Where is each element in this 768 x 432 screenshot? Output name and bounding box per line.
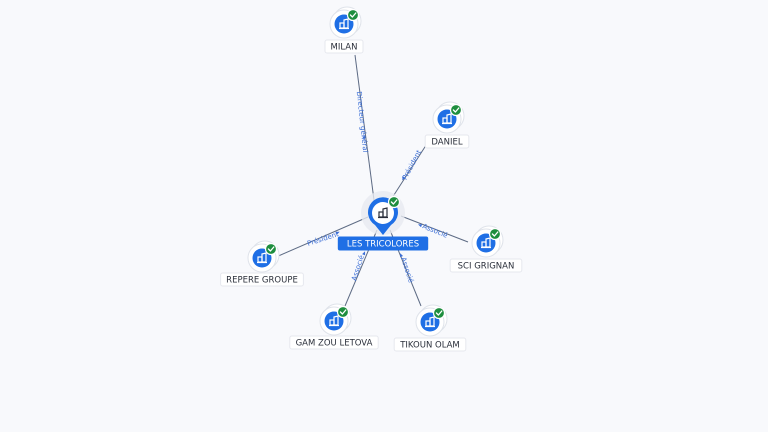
node-label: MILAN [331, 43, 358, 53]
node-label-box [449, 258, 523, 273]
node-repere-groupe[interactable]: REPERE GROUPE [220, 240, 304, 287]
check-icon [336, 305, 350, 319]
building-icon [257, 252, 267, 264]
edge-arrow-icon [362, 251, 366, 256]
check-icon [264, 242, 278, 256]
check-icon [432, 306, 446, 320]
nodes-layer: MILAN DANIEL SCI GRIGNAN REPERE GROUPE GAM Z… [220, 6, 523, 352]
node-label: DANIEL [431, 138, 462, 148]
node-label-box [220, 272, 304, 287]
node-label: SCI GRIGNAN [458, 262, 515, 272]
edge-arrow-icon [418, 224, 423, 228]
edge-label: Président [306, 230, 340, 248]
center-label: LES TRICOLORES [347, 240, 419, 250]
edge-line [354, 54, 375, 201]
edge-line [275, 216, 369, 258]
node-tikoun-olam[interactable]: TIKOUN OLAM [393, 304, 467, 352]
node-daniel[interactable]: DANIEL [424, 101, 470, 149]
check-icon [346, 8, 360, 22]
edge-label: Associé [399, 256, 415, 284]
center-node[interactable]: LES TRICOLORES [337, 191, 429, 251]
edge-milan: Directeur général [354, 54, 375, 201]
edge-arrow-icon [400, 253, 404, 258]
edge-arrow-icon [335, 231, 340, 235]
edge-label: Président [401, 148, 424, 181]
building-icon [425, 316, 435, 328]
building-icon [442, 113, 452, 125]
check-icon [488, 227, 502, 241]
edge-arrow-icon [362, 136, 366, 141]
node-milan[interactable]: MILAN [324, 6, 364, 54]
node-label: REPERE GROUPE [226, 276, 298, 286]
node-label: GAM ZOU LETOVA [296, 339, 373, 349]
edge-label: Directeur général [355, 91, 369, 153]
building-icon [329, 315, 339, 327]
edge-line [400, 215, 469, 243]
node-label-box [424, 134, 470, 149]
check-icon [449, 103, 463, 117]
check-icon [387, 195, 401, 209]
center-label-box [337, 236, 429, 251]
edge-arrow-icon [402, 176, 406, 181]
node-label: TIKOUN OLAM [399, 341, 460, 351]
building-icon [481, 237, 491, 249]
building-icon [378, 207, 388, 219]
node-sci-grignan[interactable]: SCI GRIGNAN [449, 225, 523, 273]
building-icon [339, 18, 349, 30]
node-gam-zouletova[interactable]: GAM ZOU LETOVA [289, 303, 379, 350]
edge-label: Associé [350, 254, 366, 282]
node-label-box [324, 39, 364, 54]
node-label-box [289, 335, 379, 350]
node-label-box [393, 337, 467, 352]
